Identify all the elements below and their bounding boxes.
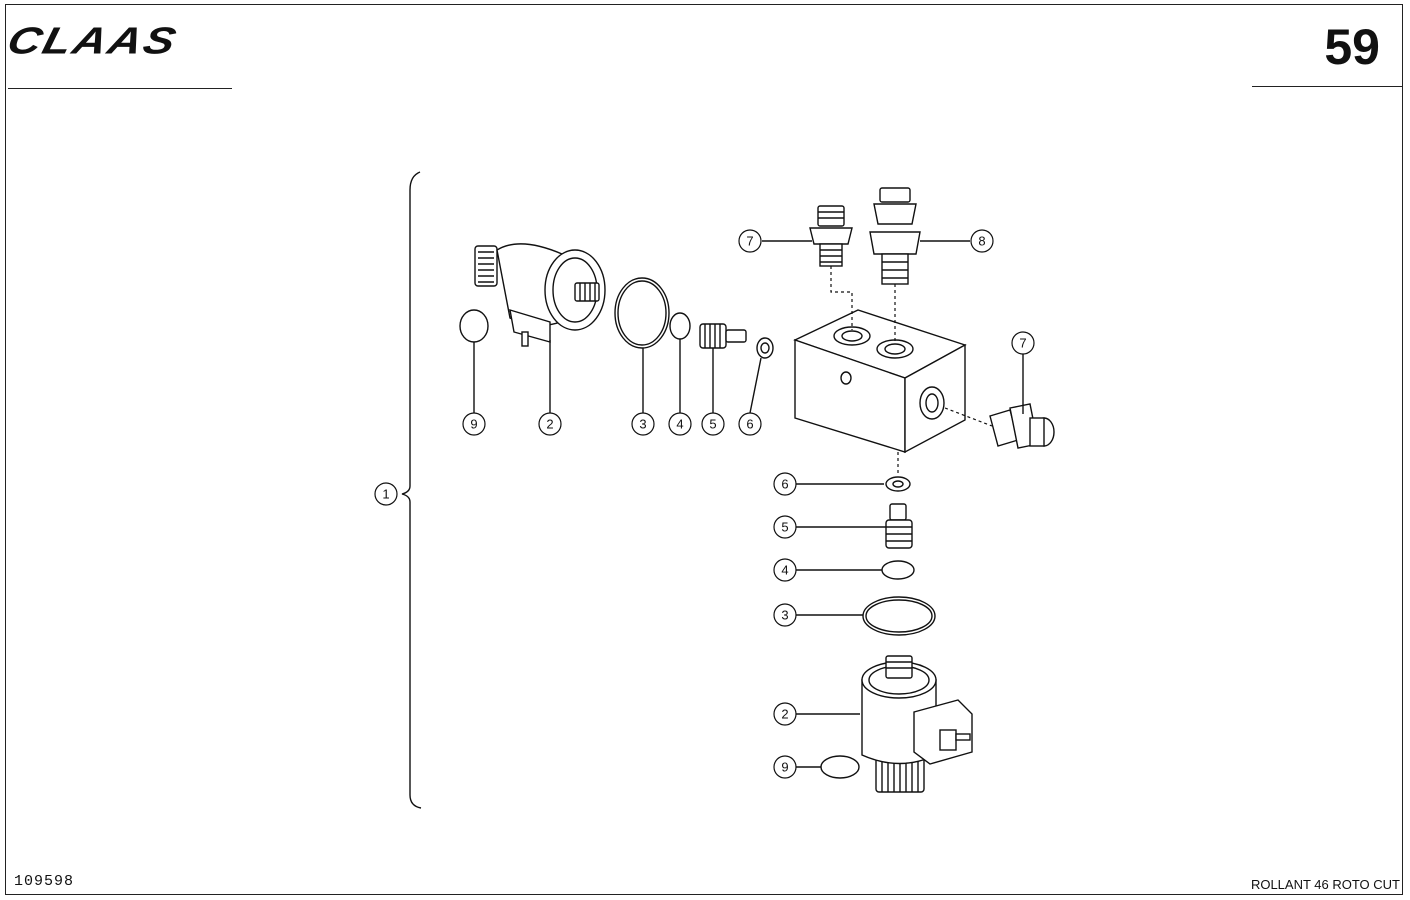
svg-text:6: 6 — [746, 417, 753, 432]
svg-text:3: 3 — [639, 417, 646, 432]
callout-1: 1 — [374, 482, 398, 506]
seal-ring-bottom-part-6 — [885, 476, 911, 492]
o-ring-bottom-part-9 — [820, 755, 860, 779]
page-number: 59 — [1324, 19, 1380, 75]
assembly-guide-line — [944, 407, 993, 427]
callout-5-top: 5 — [701, 412, 725, 436]
callout-2-top: 2 — [538, 412, 562, 436]
o-ring-top-part-3 — [614, 277, 670, 349]
drawing-number: 109598 — [14, 873, 75, 890]
assembly-bracket — [401, 171, 422, 809]
valve-cartridge-bottom-part-5 — [885, 503, 913, 549]
callout-4-top: 4 — [668, 412, 692, 436]
svg-text:4: 4 — [781, 563, 788, 578]
valve-cartridge-top-part-5 — [699, 323, 747, 349]
svg-text:8: 8 — [978, 234, 985, 249]
callout-7-top: 7 — [738, 229, 762, 253]
callout-7-side: 7 — [1011, 331, 1035, 355]
svg-text:9: 9 — [470, 417, 477, 432]
callout-4-bottom: 4 — [773, 558, 797, 582]
svg-text:2: 2 — [781, 707, 788, 722]
svg-text:5: 5 — [781, 520, 788, 535]
logo-underline — [8, 88, 232, 89]
o-ring-bottom-part-3 — [862, 596, 936, 636]
page-number-underline — [1252, 86, 1403, 87]
callout-2-bottom: 2 — [773, 702, 797, 726]
assembly-guide-line — [830, 266, 853, 330]
svg-text:9: 9 — [781, 760, 788, 775]
svg-text:5: 5 — [709, 417, 716, 432]
model-name: ROLLANT 46 ROTO CUT — [1250, 877, 1400, 892]
solenoid-coil-bottom-part — [861, 655, 973, 793]
check-valve-fitting-part-8 — [869, 187, 921, 285]
svg-text:1: 1 — [382, 487, 389, 502]
seal-ring-top-part-6 — [756, 337, 774, 359]
leader-line — [749, 357, 762, 414]
callout-6-bottom: 6 — [773, 472, 797, 496]
callout-3-top: 3 — [631, 412, 655, 436]
callout-3-bottom: 3 — [773, 603, 797, 627]
hydraulic-fitting-side-part-7 — [989, 403, 1055, 449]
svg-text:7: 7 — [1019, 336, 1026, 351]
o-ring-top-part-9 — [459, 309, 489, 343]
page-frame — [5, 4, 1403, 895]
svg-text:4: 4 — [676, 417, 683, 432]
hydraulic-fitting-top-part-7 — [809, 205, 853, 267]
callout-6-top: 6 — [738, 412, 762, 436]
svg-text:3: 3 — [781, 608, 788, 623]
svg-text:6: 6 — [781, 477, 788, 492]
valve-block-housing — [793, 309, 967, 454]
callout-5-bottom: 5 — [773, 515, 797, 539]
svg-text:2: 2 — [546, 417, 553, 432]
o-ring-bottom-part-4 — [881, 560, 915, 580]
callout-9-bottom: 9 — [773, 755, 797, 779]
solenoid-coil-top-part — [474, 243, 606, 347]
callout-8: 8 — [970, 229, 994, 253]
svg-text:7: 7 — [746, 234, 753, 249]
o-ring-top-part-4 — [669, 312, 691, 340]
callout-9-top: 9 — [462, 412, 486, 436]
